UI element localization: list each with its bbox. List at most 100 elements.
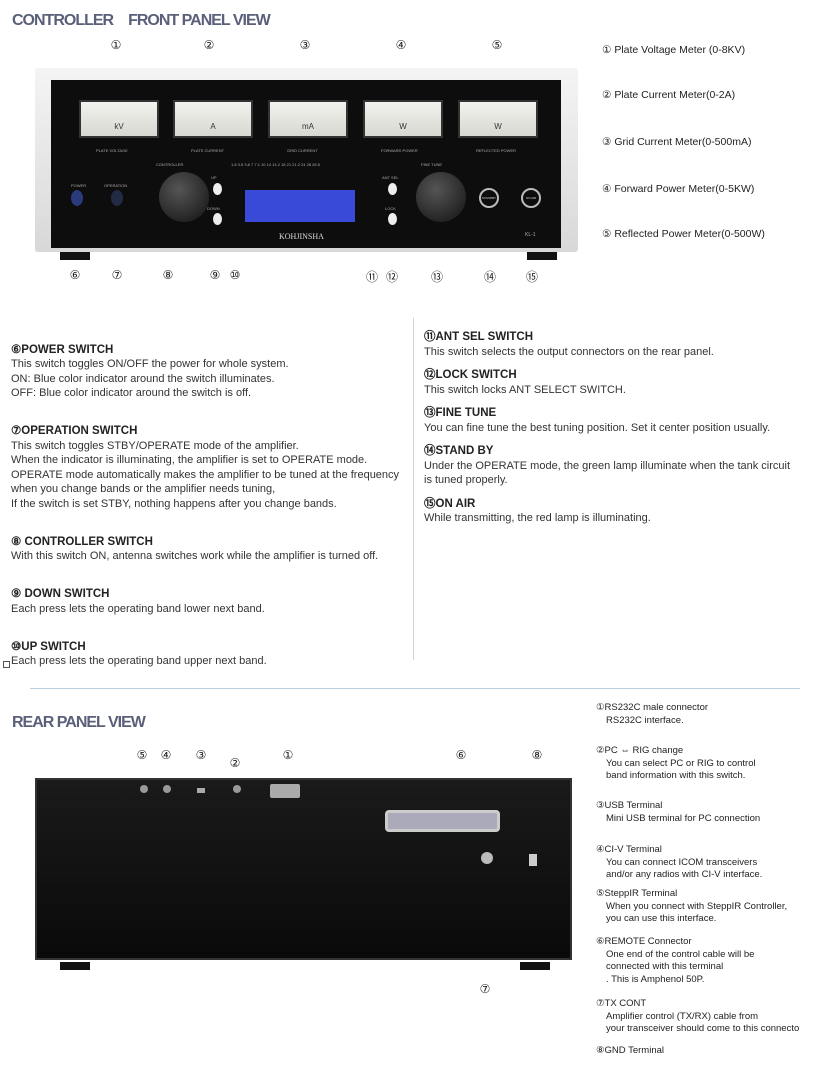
- label-forward-power: FORWARD POWER: [381, 148, 418, 153]
- lock-button[interactable]: [388, 213, 397, 225]
- right-column: ⑪ANT SEL SWITCH This switch selects the o…: [424, 330, 794, 526]
- marker-4: ④: [395, 38, 407, 52]
- label-down: DOWN: [207, 206, 220, 211]
- brand-logo: KOHJINSHA: [279, 232, 324, 241]
- down-button[interactable]: [213, 213, 222, 225]
- section-down-switch: ⑨ DOWN SWITCH Each press lets the operati…: [11, 587, 406, 616]
- section-body: You can fine tune the best tuning positi…: [424, 421, 771, 434]
- rear-marker-2: ②: [229, 756, 241, 770]
- marker-9: ⑨: [209, 268, 221, 282]
- section-body: This switch locks ANT SELECT SWITCH.: [424, 383, 626, 396]
- legend-5: ⑤ Reflected Power Meter(0-500W): [602, 228, 765, 240]
- power-switch[interactable]: [71, 190, 83, 206]
- rear-legend-line: you can use this interface.: [606, 913, 717, 924]
- model-label: KL-1: [525, 232, 536, 238]
- section-body: Under the OPERATE mode, the green lamp i…: [424, 459, 791, 487]
- rear-foot-right: [520, 962, 550, 970]
- front-panel-title: CONTROLLER FRONT PANEL VIEW: [12, 12, 271, 29]
- rear-marker-6: ⑥: [455, 748, 467, 762]
- rear-marker-8: ⑧: [531, 748, 543, 762]
- section-body: This switch toggles ON/OFF the power for…: [11, 358, 289, 399]
- section-title: ⑪ANT SEL SWITCH: [424, 331, 534, 343]
- section-title: ⑧ CONTROLLER SWITCH: [11, 535, 153, 548]
- section-title: ⑦OPERATION SWITCH: [11, 425, 138, 437]
- rear-legend-title: ⑤SteppIR Terminal: [596, 888, 678, 899]
- rear-legend-title: ④CI-V Terminal: [596, 844, 662, 855]
- label-ant-sel: ANT SEL: [382, 175, 399, 180]
- lcd-display: [245, 190, 355, 222]
- marker-2: ②: [203, 38, 215, 52]
- marker-10: ⑩: [229, 268, 241, 282]
- rear-legend-line: connected with this terminal: [606, 961, 724, 972]
- section-separator: [30, 688, 800, 689]
- checkbox[interactable]: [3, 661, 10, 668]
- section-body: Each press lets the operating band upper…: [11, 655, 267, 667]
- legend-1: ① Plate Voltage Meter (0-8KV): [602, 44, 746, 56]
- pc-rig-switch[interactable]: [233, 785, 241, 793]
- marker-1: ①: [110, 38, 122, 52]
- rear-legend-line: You can select PC or RIG to control: [606, 757, 756, 769]
- foot-right: [527, 252, 557, 260]
- controller-knob[interactable]: [159, 172, 209, 222]
- label-plate-voltage: PLATE VOLTAGE: [96, 148, 128, 153]
- rear-legend-line: One end of the control cable will be: [606, 948, 755, 960]
- up-button[interactable]: [213, 183, 222, 195]
- rear-foot-left: [60, 962, 90, 970]
- rear-legend-line: Amplifier control (TX/RX) cable from: [606, 1010, 759, 1022]
- rear-legend-line: When you connect with SteppIR Controller…: [606, 900, 788, 912]
- rear-marker-1: ①: [282, 748, 294, 762]
- rear-legend-title: ⑥REMOTE Connector: [596, 936, 692, 947]
- rear-marker-7: ⑦: [479, 982, 491, 996]
- marker-15: ⑮: [525, 270, 539, 284]
- fine-tune-knob[interactable]: [416, 172, 466, 222]
- rear-marker-4: ④: [160, 748, 172, 762]
- section-controller-switch: ⑧ CONTROLLER SWITCH With this switch ON, …: [11, 535, 406, 564]
- rear-legend-title: ①RS232C male connector: [596, 702, 709, 713]
- marker-8: ⑧: [162, 268, 174, 282]
- section-title: ⑨ DOWN SWITCH: [11, 588, 110, 600]
- rear-legend-line: . This is Amphenol 50P.: [606, 973, 705, 985]
- section-body: Each press lets the operating band lower…: [11, 602, 265, 615]
- rear-legend-line: your transceiver should come to this con…: [606, 1023, 800, 1034]
- ant-sel-button[interactable]: [388, 183, 397, 195]
- marker-6: ⑥: [69, 268, 81, 282]
- marker-11: ⑪: [365, 270, 379, 284]
- rear-marker-3: ③: [195, 748, 207, 762]
- label-controller: CONTROLLER: [156, 162, 184, 167]
- rear-legend-line: RS232C interface.: [606, 714, 684, 726]
- operation-switch[interactable]: [111, 190, 123, 206]
- on-air-lamp: ON AIR: [521, 188, 541, 208]
- rear-legend-title: ⑦TX CONT: [596, 998, 647, 1009]
- meter-plate-current: A: [173, 100, 253, 138]
- legend-2: ② Plate Current Meter(0-2A): [602, 89, 736, 101]
- rear-legend-line: Mini USB terminal for PC connection: [606, 812, 761, 824]
- foot-left: [60, 252, 90, 260]
- label-fine-tune: FINE TUNE: [421, 162, 443, 167]
- rs232c-connector: [270, 784, 300, 798]
- meter-reflected-power: W: [458, 100, 538, 138]
- rear-legend-title: ③USB Terminal: [596, 800, 663, 811]
- section-body: This switch selects the output connector…: [424, 345, 714, 358]
- band-labels: 1.8 3.5 3.8 7 7.1 10 14 14.2 18 21 21.2 …: [231, 162, 320, 167]
- label-plate-current: PLATE CURRENT: [191, 148, 225, 153]
- rear-legend-title: ②PC ⇔ RIG change: [596, 745, 684, 756]
- column-divider: [413, 318, 414, 660]
- legend-3: ③ Grid Current Meter(0-500mA): [602, 136, 752, 148]
- section-body: With this switch ON, antenna switches wo…: [11, 550, 379, 562]
- label-reflected-power: REFLECTED POWER: [476, 148, 517, 153]
- label-power: POWER: [71, 183, 87, 188]
- gnd-terminal: [529, 854, 537, 866]
- section-title: ⑮ON AIR: [424, 497, 476, 510]
- standby-lamp: STANDBY: [479, 188, 499, 208]
- rear-panel-title: REAR PANEL VIEW: [12, 714, 146, 731]
- rear-legend-8: ⑧GND Terminal: [596, 1045, 664, 1058]
